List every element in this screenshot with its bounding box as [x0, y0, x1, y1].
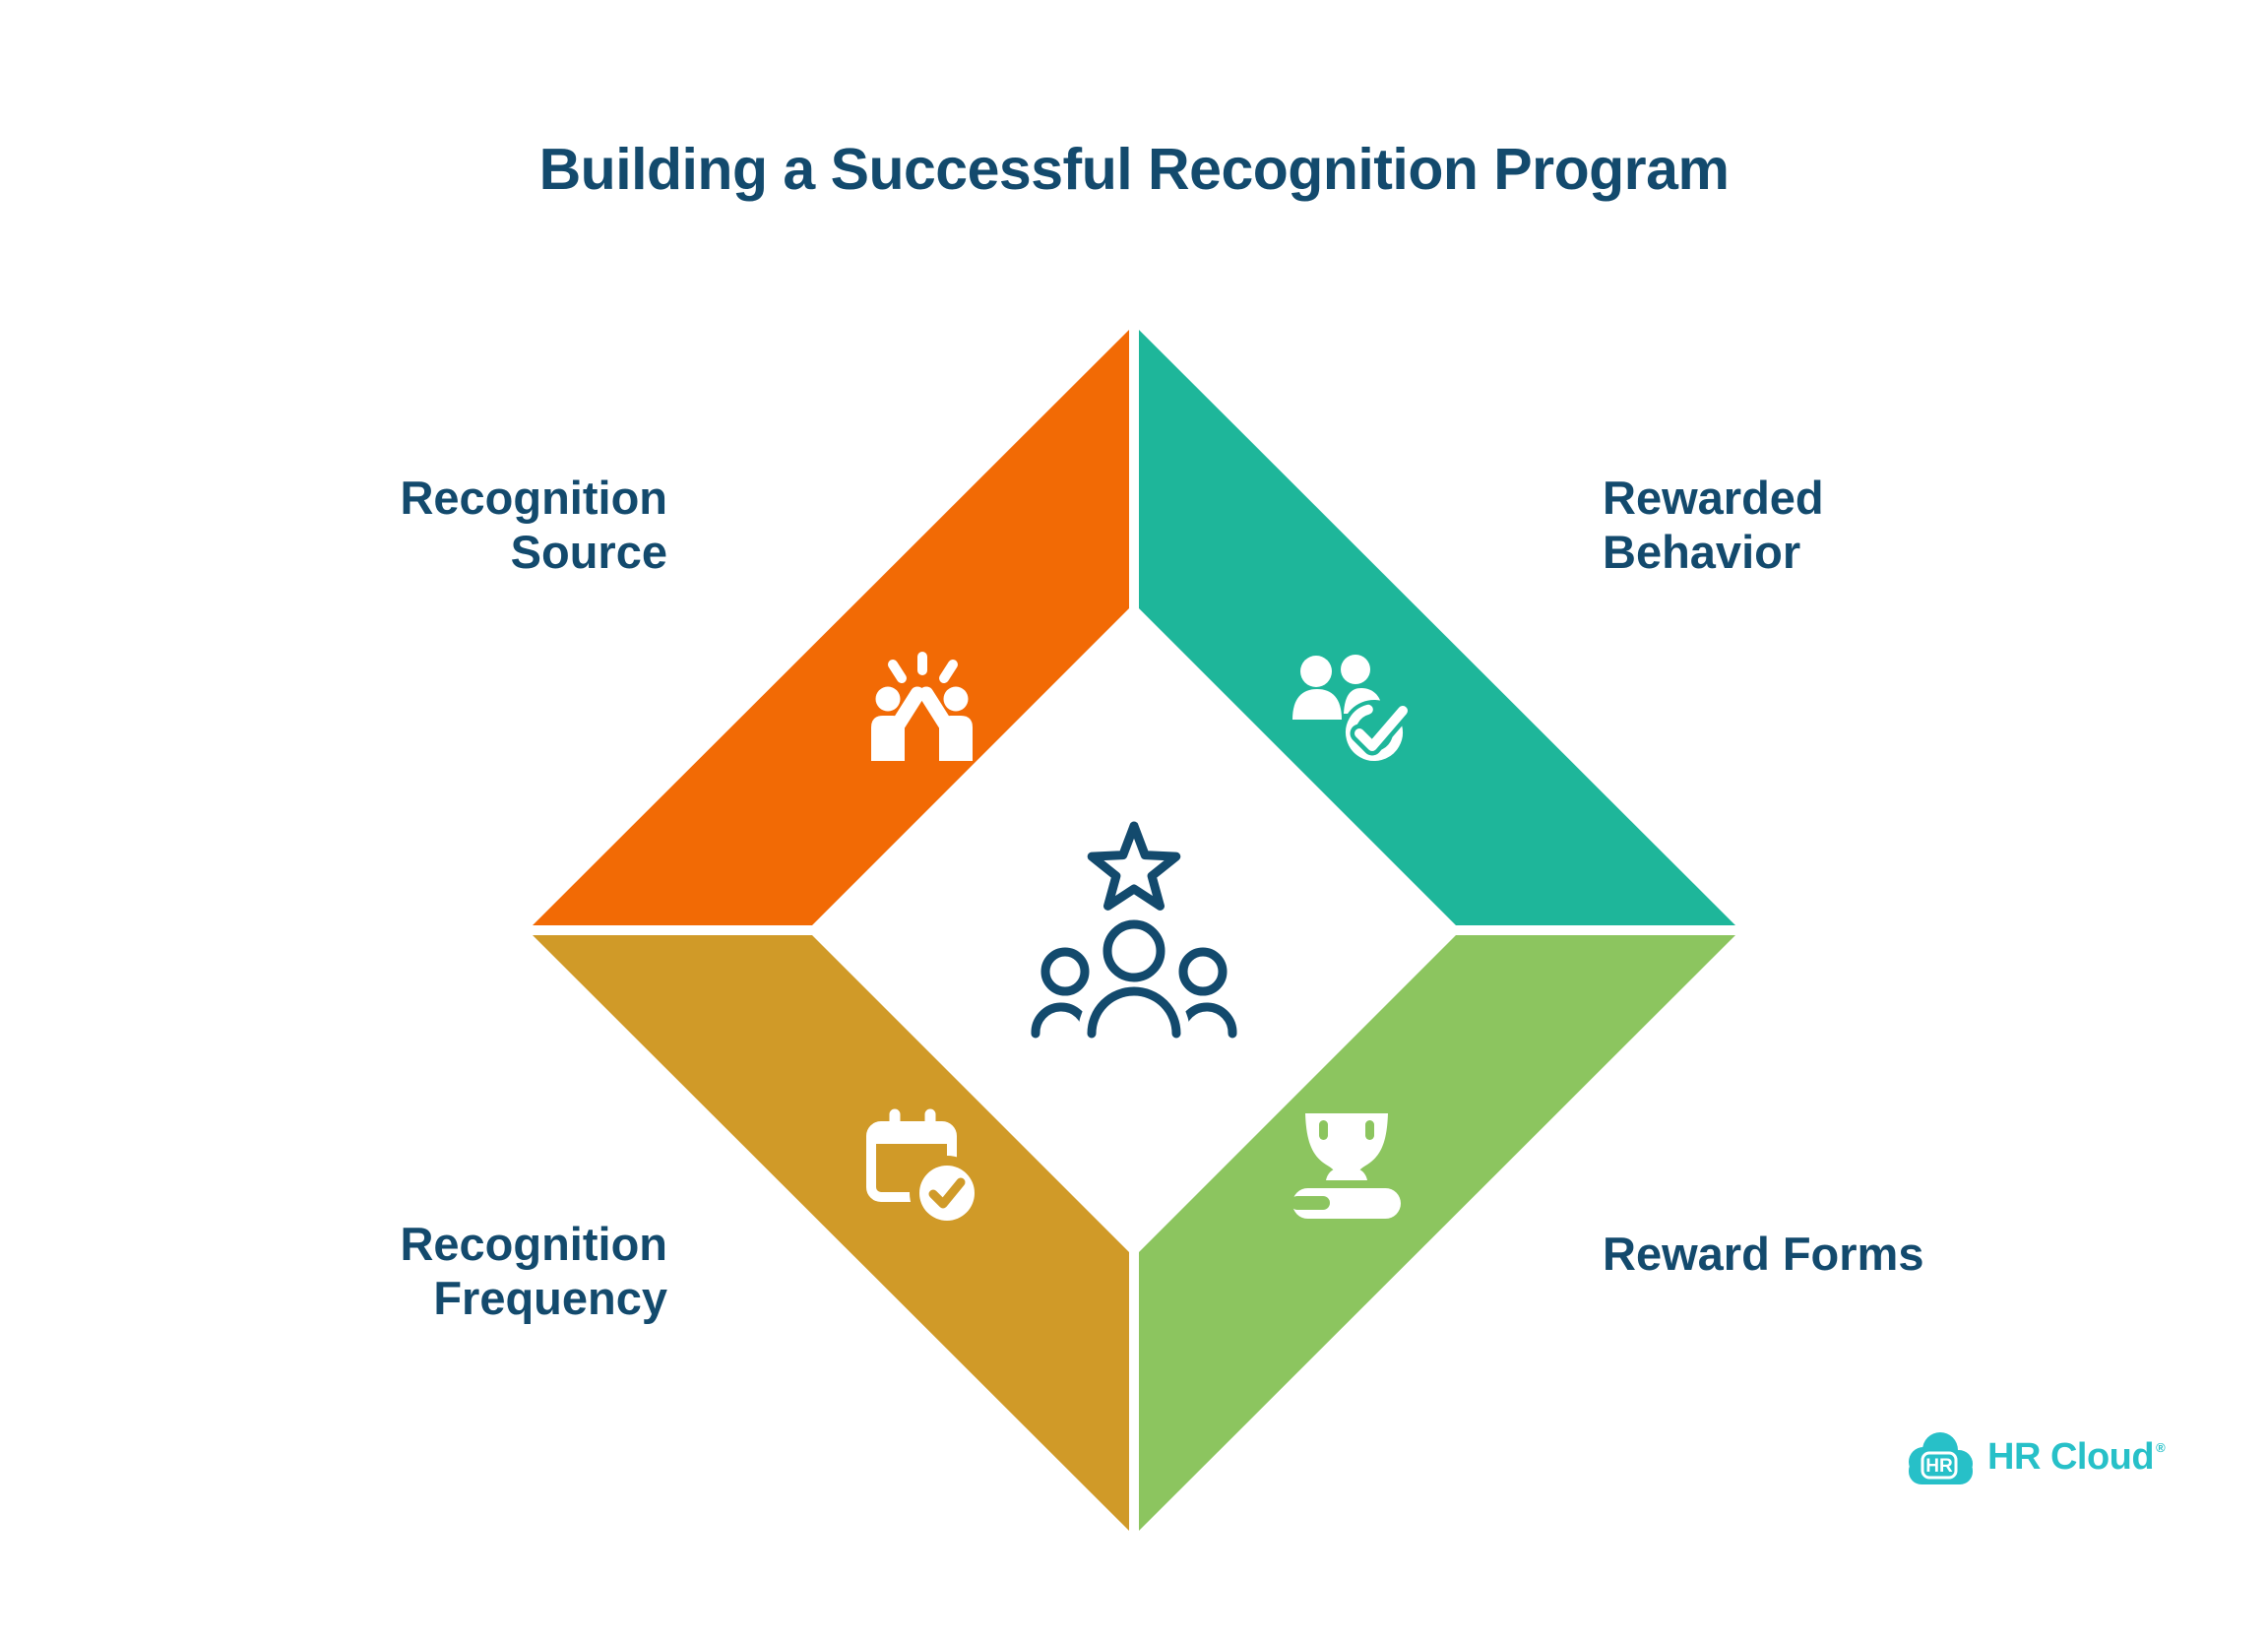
label-line: Source [510, 526, 667, 578]
label-recognition-source: Recognition Source [400, 471, 667, 579]
label-rewarded-behavior: Rewarded Behavior [1603, 471, 1824, 579]
label-line: Behavior [1603, 526, 1801, 578]
label-line: Recognition [400, 1218, 667, 1270]
brand-name: HR Cloud [1987, 1436, 2155, 1478]
high-five-icon [871, 652, 973, 761]
label-line: Frequency [433, 1272, 667, 1324]
label-line: Rewarded [1603, 472, 1824, 524]
label-recognition-frequency: Recognition Frequency [400, 1217, 667, 1325]
people-check-icon [1292, 655, 1413, 765]
quadrant-bottom-right-shape [1134, 930, 1740, 1536]
team-star-icon [1031, 821, 1237, 1047]
quadrant-bottom-left-shape [528, 930, 1134, 1536]
quadrant-top-right-shape [1134, 325, 1740, 930]
trophy-hand-icon [1291, 1113, 1401, 1219]
label-line: Reward Forms [1603, 1228, 1924, 1280]
quadrant-top-left-shape [528, 325, 1134, 930]
label-reward-forms: Reward Forms [1603, 1227, 1923, 1281]
page-title: Building a Successful Recognition Progra… [538, 137, 1730, 202]
registered-mark: ® [2156, 1440, 2166, 1455]
label-line: Recognition [400, 472, 667, 524]
hr-cloud-logo-icon: HR [1909, 1431, 1973, 1484]
hr-cloud-logo: HR HR Cloud ® [1908, 1430, 2166, 1484]
calendar-check-icon [866, 1108, 984, 1231]
logo-badge-text: HR [1925, 1456, 1953, 1477]
